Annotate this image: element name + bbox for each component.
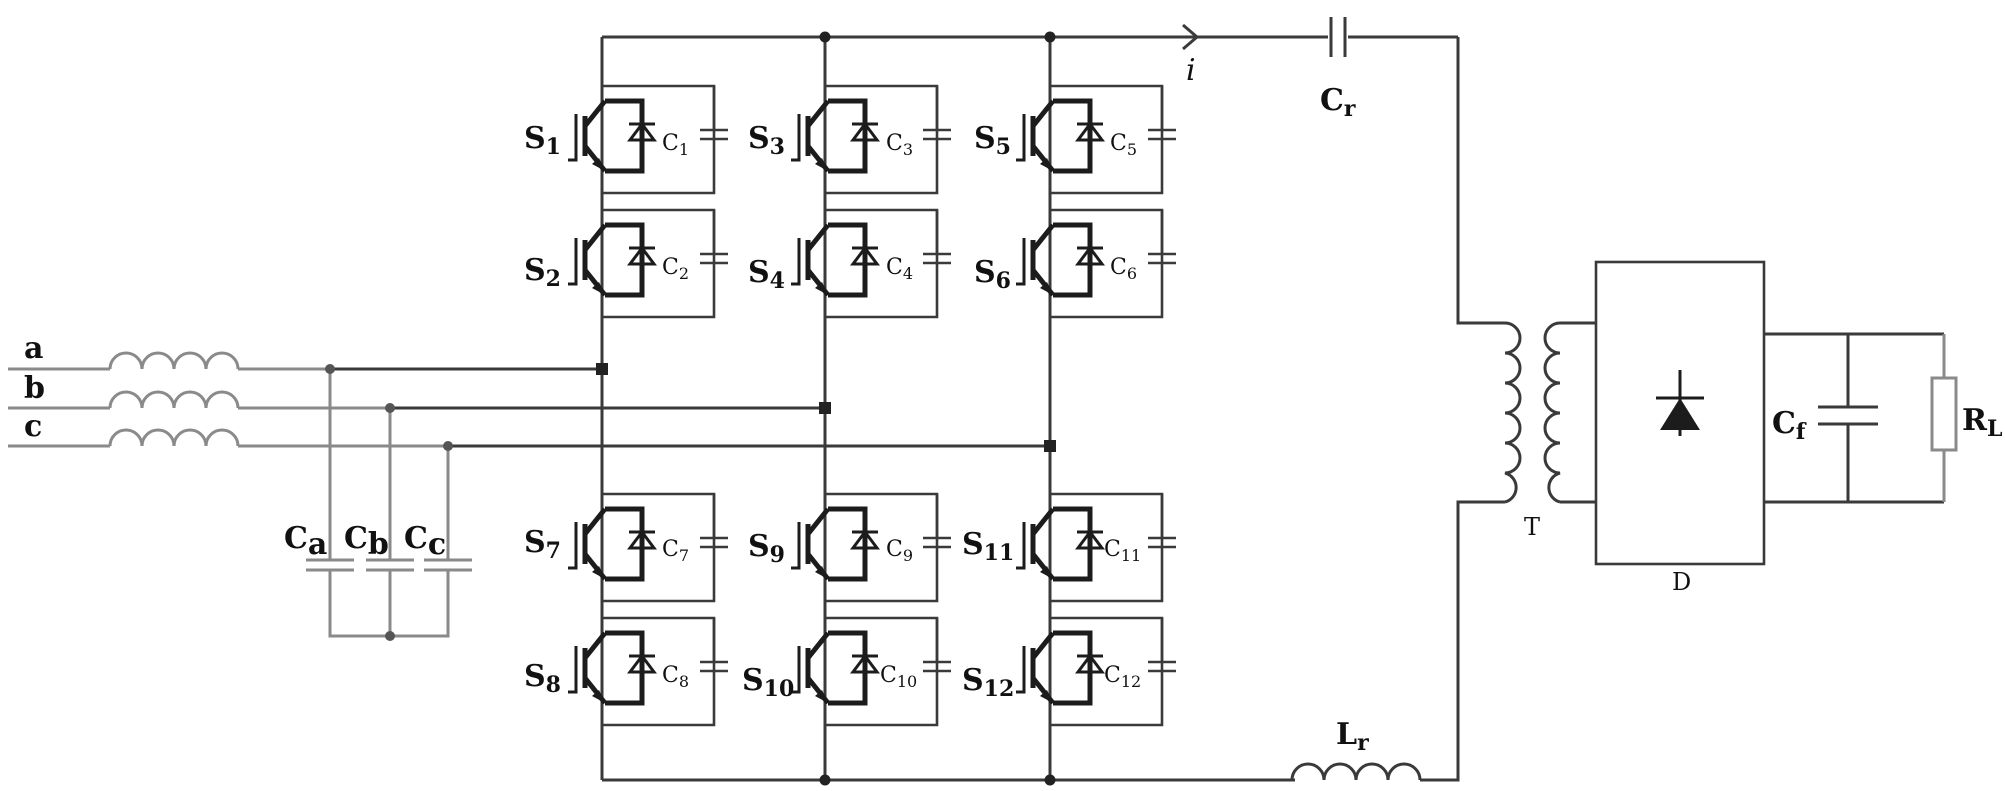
switch-label-s1: S1: [524, 121, 561, 160]
switch-cell-s1: [568, 76, 728, 193]
resonant-tank: Cr Lr: [1292, 17, 1505, 780]
transformer: T: [1505, 323, 1596, 541]
switch-cell-s11: [1016, 484, 1176, 601]
transformer-label: T: [1524, 513, 1540, 541]
cap-label-c6: C6: [1110, 255, 1137, 283]
phase-b-inductor: [110, 392, 238, 408]
cap-label-c1: C1: [662, 131, 689, 159]
load-label: RL: [1962, 403, 2002, 442]
switch-label-s2: S2: [524, 253, 561, 292]
switch-label-s9: S9: [748, 529, 785, 568]
filter-capacitors: Ca Cb Cc: [284, 364, 472, 641]
snubber-labels: C1 C2 C7 C8 C3 C4 C9 C10 C5 C6 C11 C12: [662, 131, 1141, 691]
output-stage: Cf RL: [1772, 334, 2002, 502]
phase-c-label: c: [24, 409, 42, 444]
cap-label-c9: C9: [886, 537, 913, 565]
cap-label-c7: C7: [662, 537, 689, 565]
switch-cell-s9: [791, 484, 951, 601]
switch-label-s6: S6: [974, 255, 1011, 294]
ac-input: a b c: [8, 331, 1050, 446]
cap-label-c3: C3: [886, 131, 913, 159]
switch-cell-s3: [791, 76, 951, 193]
phase-c-inductor: [110, 430, 238, 446]
lr-inductor: [1292, 764, 1420, 780]
load-resistor: [1932, 378, 1956, 450]
cap-label-c2: C2: [662, 255, 689, 283]
switch-label-s3: S3: [748, 121, 785, 160]
switch-label-s8: S8: [524, 659, 561, 698]
cap-label-c10: C10: [880, 663, 917, 691]
phase-a-inductor: [110, 353, 238, 369]
switch-cell-s8: [568, 608, 728, 725]
cc-label: Cc: [404, 521, 446, 562]
switch-labels: S1 S2 S7 S8 S3 S4 S9 S10 S5 S6 S11 S12: [524, 121, 1014, 702]
cf-label: Cf: [1772, 406, 1807, 445]
rectifier-diode-icon: [1660, 398, 1700, 430]
switch-label-s10: S10: [742, 663, 794, 702]
ca-label: Ca: [284, 521, 327, 562]
rectifier-label: D: [1672, 568, 1691, 596]
switch-label-s7: S7: [524, 525, 561, 564]
cr-label: Cr: [1320, 83, 1356, 122]
rectifier: D: [1596, 262, 1944, 596]
switch-cell-s4: [791, 200, 951, 317]
current-label: i: [1186, 53, 1196, 88]
cb-label: Cb: [344, 521, 389, 562]
cap-label-c8: C8: [662, 663, 689, 691]
switch-cell-s7: [568, 484, 728, 601]
switch-cell-s5: [1016, 76, 1176, 193]
cap-label-c12: C12: [1104, 663, 1141, 691]
phase-b-label: b: [24, 371, 45, 406]
switch-label-s5: S5: [974, 121, 1011, 160]
switch-label-s4: S4: [748, 255, 785, 294]
switch-cell-s10: [791, 608, 951, 725]
cap-label-c5: C5: [1110, 131, 1137, 159]
phase-a-label: a: [24, 331, 43, 366]
lr-label: Lr: [1336, 717, 1369, 756]
cap-label-c4: C4: [886, 255, 913, 283]
switch-cells: [568, 76, 1176, 725]
switch-label-s11: S11: [962, 527, 1014, 566]
cap-label-c11: C11: [1104, 537, 1141, 565]
switch-label-s12: S12: [962, 663, 1014, 702]
switch-cell-s2: [568, 200, 728, 317]
switch-cell-s12: [1016, 608, 1176, 725]
switch-cell-s6: [1016, 200, 1176, 317]
